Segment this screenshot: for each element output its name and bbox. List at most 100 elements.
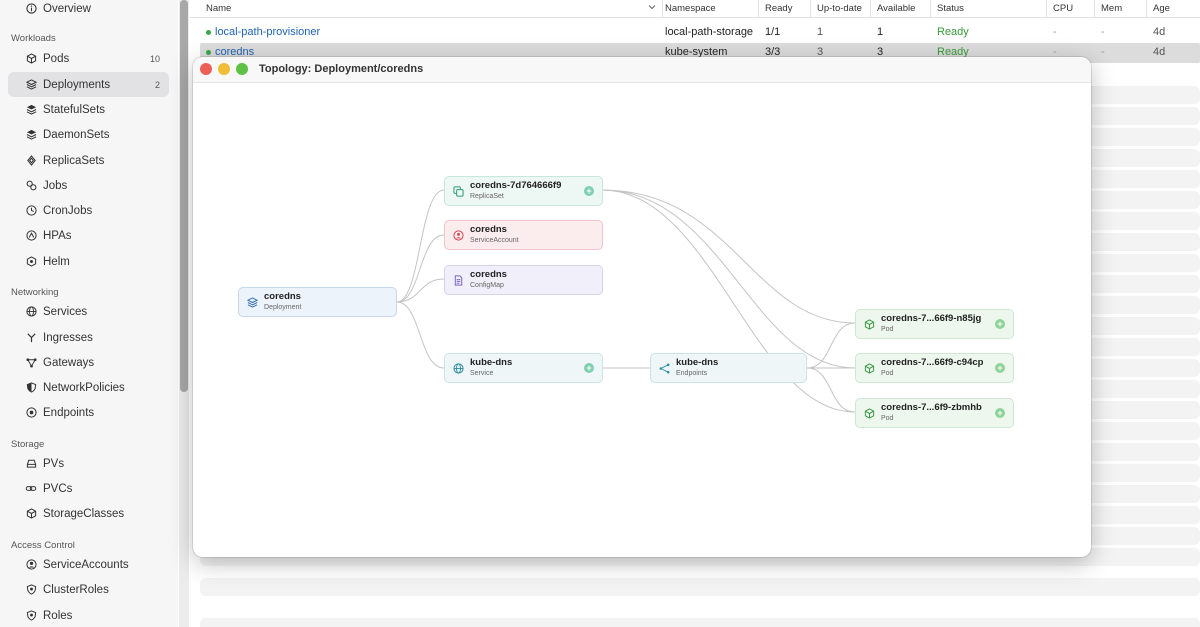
- window-titlebar[interactable]: Topology: Deployment/coredns: [193, 57, 1091, 83]
- node-name: coredns-7...66f9-n85jg: [881, 312, 982, 324]
- row-namespace: local-path-storage: [665, 26, 754, 38]
- sidebar: Overview Workloads Pods 10 Deployments 2…: [0, 0, 178, 627]
- sidebar-item-label: ReplicaSets: [43, 154, 105, 167]
- topology-edges: [396, 189, 856, 413]
- clock-icon: [25, 205, 37, 217]
- cube-icon: [864, 318, 875, 330]
- edge-endpoints-pod1: [806, 322, 856, 369]
- row-ready: 1/1: [765, 26, 781, 38]
- column-header-mem[interactable]: Mem: [1095, 0, 1147, 17]
- sidebar-item-label: Pods: [43, 52, 70, 65]
- zoom-button[interactable]: [236, 63, 248, 75]
- sidebar-item-clusterroles[interactable]: ClusterRoles: [8, 577, 169, 602]
- row-available: 3: [877, 46, 884, 58]
- edge-replicaset-pod1: [601, 189, 856, 324]
- sidebar-item-serviceaccounts[interactable]: ServiceAccounts: [8, 552, 169, 577]
- column-header-age[interactable]: Age: [1153, 3, 1170, 14]
- node-kind: Pod: [881, 415, 894, 423]
- sidebar-scrollbar-thumb[interactable]: [180, 0, 188, 392]
- row-available: 1: [877, 26, 884, 38]
- user-circle-icon: [25, 559, 37, 571]
- row-name-link[interactable]: coredns: [206, 46, 254, 58]
- sidebar-item-gateways[interactable]: Gateways: [8, 350, 169, 375]
- row-cpu: -: [1053, 26, 1057, 38]
- sidebar-item-label: CronJobs: [43, 204, 93, 217]
- edge-endpoints-pod3: [806, 367, 856, 413]
- sidebar-item-label: PVs: [43, 457, 65, 470]
- badge-icon: [25, 610, 37, 622]
- sidebar-item-services[interactable]: Services: [8, 299, 169, 324]
- column-header-namespace[interactable]: Namespace: [659, 0, 759, 17]
- layers-icon: [247, 296, 258, 308]
- sidebar-item-pvcs[interactable]: PVCs: [8, 476, 169, 501]
- helm-icon: [25, 256, 37, 268]
- sidebar-item-jobs[interactable]: Jobs: [8, 173, 169, 198]
- sidebar-item-daemonsets[interactable]: DaemonSets: [8, 122, 169, 147]
- minimize-button[interactable]: [218, 63, 230, 75]
- row-cpu: -: [1053, 46, 1057, 58]
- column-header-ready[interactable]: Ready: [759, 0, 811, 17]
- row-up-to-date: 3: [817, 46, 824, 58]
- sidebar-item-cronjobs[interactable]: CronJobs: [8, 198, 169, 223]
- sidebar-item-ingresses[interactable]: Ingresses: [8, 325, 169, 350]
- document-icon: [453, 274, 464, 286]
- cube-icon: [864, 407, 875, 419]
- column-header-status[interactable]: Status: [931, 0, 1047, 17]
- sidebar-item-storageclasses[interactable]: StorageClasses: [8, 501, 169, 526]
- expand-plus-icon[interactable]: +: [584, 186, 594, 196]
- edge-deployment-serviceaccount: [396, 234, 445, 303]
- expand-plus-icon[interactable]: +: [995, 363, 1005, 373]
- column-header-name[interactable]: Name: [200, 0, 663, 17]
- sidebar-item-label: Helm: [43, 255, 70, 268]
- sidebar-item-label: NetworkPolicies: [43, 381, 125, 394]
- section-header-networking: Networking: [11, 287, 59, 298]
- sidebar-item-label: Overview: [43, 2, 91, 15]
- replica-icon: [25, 155, 37, 167]
- cube-icon: [864, 362, 875, 374]
- sidebar-item-networkpolicies[interactable]: NetworkPolicies: [8, 375, 169, 400]
- badge-icon: [25, 584, 37, 596]
- sidebar-item-endpoints[interactable]: Endpoints: [8, 400, 169, 425]
- column-header-available[interactable]: Available: [871, 0, 931, 17]
- column-header-cpu[interactable]: CPU: [1047, 0, 1095, 17]
- row-namespace: kube-system: [665, 46, 728, 58]
- sidebar-item-label: Endpoints: [43, 406, 95, 419]
- sidebar-item-replicasets[interactable]: ReplicaSets: [8, 148, 169, 173]
- expand-plus-icon[interactable]: +: [995, 319, 1005, 329]
- target-icon: [25, 407, 37, 419]
- sidebar-item-statefulsets[interactable]: StatefulSets: [8, 97, 169, 122]
- stack-icon: [25, 129, 37, 141]
- row-status: Ready: [937, 26, 969, 38]
- sidebar-item-deployments[interactable]: Deployments 2: [8, 72, 169, 97]
- stack-icon: [25, 104, 37, 116]
- sidebar-item-overview[interactable]: Overview: [8, 0, 169, 21]
- expand-plus-icon[interactable]: +: [584, 363, 594, 373]
- sidebar-item-hpas[interactable]: HPAs: [8, 223, 169, 248]
- row-age: 4d: [1153, 46, 1166, 58]
- sidebar-item-label: Jobs: [43, 179, 68, 192]
- column-header-up-to-date[interactable]: Up-to-date: [811, 0, 871, 17]
- close-button[interactable]: [200, 63, 212, 75]
- expand-plus-icon[interactable]: +: [995, 408, 1005, 418]
- section-header-workloads: Workloads: [11, 33, 56, 44]
- node-kind: Deployment: [264, 304, 302, 312]
- sidebar-item-label: ClusterRoles: [43, 583, 109, 596]
- node-name: coredns: [470, 268, 507, 280]
- jobs-icon: [25, 180, 37, 192]
- row-name-link[interactable]: local-path-provisioner: [206, 26, 320, 38]
- sidebar-item-pods[interactable]: Pods 10: [8, 46, 169, 71]
- row-age: 4d: [1153, 26, 1166, 38]
- sidebar-item-roles[interactable]: Roles: [8, 603, 169, 627]
- sidebar-item-helm[interactable]: Helm: [8, 249, 169, 274]
- sidebar-item-pvs[interactable]: PVs: [8, 451, 169, 476]
